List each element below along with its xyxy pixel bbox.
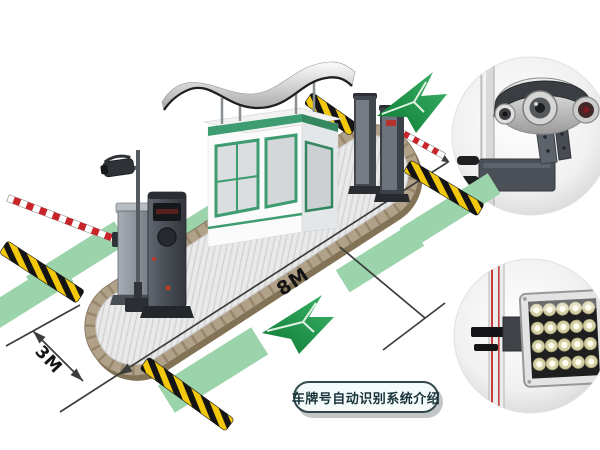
barrier-arm-left — [6, 194, 119, 244]
entrance-pillars — [348, 93, 450, 202]
direction-arrow-top — [377, 72, 447, 133]
speed-bumps — [0, 93, 484, 431]
led-flood-light-icon — [471, 261, 600, 413]
guard-booth — [161, 61, 356, 248]
cctv-camera-icon — [100, 154, 141, 178]
lpr-camera-icon — [457, 57, 600, 215]
direction-arrow-bottom — [262, 295, 334, 354]
cctv-camera-pole — [100, 150, 151, 312]
lpr-kiosk — [140, 191, 194, 318]
led-flood-light-closeup-callout — [453, 258, 600, 414]
dimension-lines — [5, 161, 449, 413]
system-title-badge: 车牌号自动识别系统介绍 — [292, 381, 440, 413]
direction-arrows — [262, 72, 447, 354]
